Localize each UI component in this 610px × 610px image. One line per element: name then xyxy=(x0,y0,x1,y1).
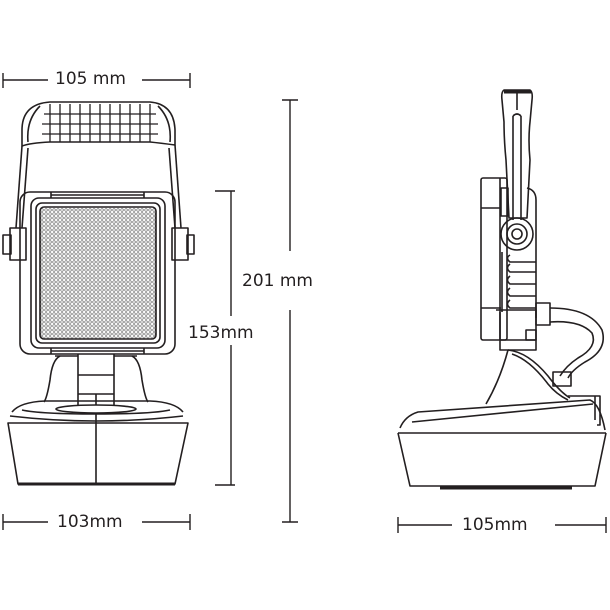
dimension-label-head-height: 153mm xyxy=(186,323,256,343)
lamp-head xyxy=(19,191,176,355)
side-view xyxy=(397,89,607,490)
dimension-label-base-width-front: 103mm xyxy=(55,512,125,532)
led-array-icon xyxy=(39,206,157,340)
front-base xyxy=(7,422,189,485)
dimension-label-base-width-side: 105mm xyxy=(460,515,530,535)
handle-grip-icon xyxy=(21,101,176,147)
cooling-fins-icon xyxy=(501,252,536,312)
front-view xyxy=(2,101,195,486)
dimension-label-front-width: 105 mm xyxy=(53,69,128,89)
dimension-label-overall-height: 201 mm xyxy=(240,271,315,291)
dimension-lines xyxy=(2,73,607,533)
